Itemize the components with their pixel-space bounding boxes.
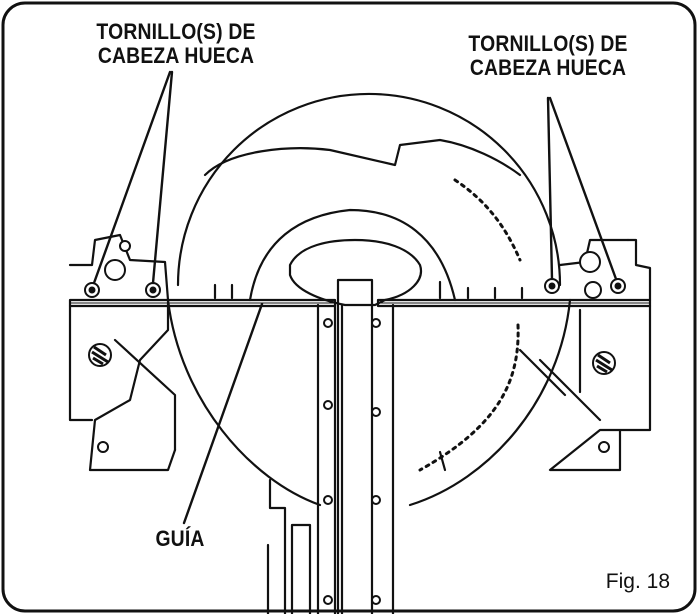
left-base [68, 233, 177, 472]
saw-table-circle [176, 92, 562, 287]
clamp-knob-left [104, 259, 126, 281]
leader-right-inner [546, 96, 554, 281]
right-base-inner [538, 238, 630, 422]
leader-guide [182, 302, 264, 525]
throat-screw [323, 318, 333, 328]
callout-socket-screws-right: TORNILLO(S) DE CABEZA HUECA [451, 32, 645, 80]
right-arm [518, 348, 567, 397]
callout-right-line2: CABEZA HUECA [469, 55, 627, 80]
callout-right-line1: TORNILLO(S) DE [468, 31, 628, 56]
throat-channel-inner [336, 278, 374, 614]
table-insert-inner [288, 238, 423, 307]
saw-table-lower-arc [166, 298, 322, 507]
rear-leg-slot [290, 523, 312, 614]
clamp-knob-right [579, 251, 601, 273]
saw-table-lower-arc-right [408, 298, 572, 507]
leader-right-outer [548, 96, 618, 281]
callout-left-line1: TORNILLO(S) DE [96, 19, 256, 44]
callout-socket-screws-left: TORNILLO(S) DE CABEZA HUECA [79, 20, 273, 68]
table-insert [248, 208, 457, 302]
blade-teeth-upper [453, 178, 522, 262]
base-hole-right [598, 441, 610, 453]
left-base-lower [68, 304, 94, 422]
throat-channel-edges [333, 303, 344, 614]
blade-teeth-right [418, 323, 520, 472]
upper-guard [203, 138, 522, 177]
callout-guide: GUÍA [155, 526, 205, 551]
figure-caption: Fig. 18 [605, 570, 670, 593]
base-hole-left [97, 441, 109, 453]
fence-ticks [213, 280, 524, 300]
left-arm [113, 338, 177, 452]
leader-left-inner [151, 70, 174, 285]
rear-leg-left [268, 478, 287, 614]
leader-left-outer [92, 70, 172, 285]
right-base [548, 238, 652, 472]
throat-channel-outer [316, 303, 395, 614]
callout-left-line2: CABEZA HUECA [97, 43, 255, 68]
